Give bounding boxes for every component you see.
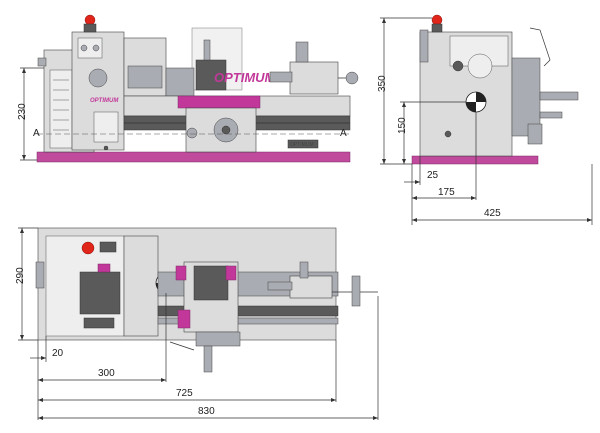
side-knob-icon — [452, 60, 464, 72]
front-tailstock — [289, 61, 339, 95]
section-mark-right: A — [340, 128, 347, 139]
top-cross-slide-handle — [203, 345, 213, 373]
dim-side-center-value: 150 — [397, 117, 408, 134]
side-spindle-circle — [467, 53, 493, 79]
front-info-plate-lines — [53, 79, 69, 131]
side-apron-lever — [527, 123, 543, 145]
side-chuck-guard-outline — [529, 27, 551, 67]
emergency-stop-button-front — [84, 14, 96, 26]
stop-button-housing — [83, 23, 97, 33]
front-motor-plate — [287, 139, 319, 149]
front-saddle — [177, 95, 261, 109]
top-headstock — [123, 235, 159, 337]
headstock-brand-label: OPTIMUM — [90, 98, 119, 104]
dim-side-center: 150 — [397, 101, 466, 164]
front-motor-label: OPTIMUM — [290, 142, 314, 148]
emergency-stop-button-top — [81, 241, 95, 255]
toolpost-handle — [203, 39, 211, 61]
indicator-light-icon — [103, 145, 109, 151]
apron-handwheel-hub — [221, 125, 231, 135]
side-base-plate — [411, 155, 539, 165]
side-center-mark — [465, 91, 487, 113]
switch-knob-icon — [92, 44, 100, 52]
front-info-plate — [49, 69, 73, 149]
top-indicator — [97, 263, 111, 273]
tailstock-handwheel-icon — [345, 71, 359, 85]
side-view: 350 150 25 175 425 — [377, 14, 593, 225]
dim-side-b-value: 175 — [438, 187, 455, 198]
side-stop-housing — [431, 23, 443, 33]
dim-top-depth-value: 290 — [15, 267, 26, 284]
top-switch-block — [99, 241, 117, 253]
top-plate — [83, 317, 115, 329]
top-left-handle — [35, 261, 45, 289]
dim-front-height-value: 230 — [17, 103, 28, 120]
front-chuck — [165, 67, 195, 97]
top-tailstock-quill — [267, 281, 293, 291]
dim-side-height-value: 350 — [377, 75, 388, 92]
top-view: 290 20 300 725 830 — [15, 227, 379, 420]
top-saddle-lock — [175, 265, 187, 281]
dim-top-c-value: 725 — [176, 388, 193, 399]
tailstock-lock-lever — [295, 41, 309, 63]
side-compound-handle — [539, 111, 563, 119]
emergency-stop-button-side — [431, 14, 443, 26]
top-motor-cover — [79, 271, 121, 315]
side-drain-icon — [444, 130, 452, 138]
front-spindle-housing — [127, 65, 163, 89]
top-apron-pink — [177, 309, 191, 329]
dim-side-width-value: 425 — [484, 208, 501, 219]
apron-lever-icon — [186, 127, 198, 139]
front-view: OPTIMUM OPTIMUM OPTIMUM — [17, 14, 359, 163]
side-left-panel — [419, 29, 429, 63]
dim-top-length-value: 830 — [198, 406, 215, 417]
tailstock-quill — [269, 71, 293, 83]
dim-side-height: 350 — [377, 17, 432, 165]
front-toolpost — [195, 59, 227, 91]
top-tailstock — [289, 275, 333, 299]
top-apron-lever — [169, 341, 195, 351]
dim-top-a-value: 20 — [52, 348, 64, 359]
front-gear-chart — [93, 111, 119, 143]
speed-dial-icon — [88, 68, 108, 88]
dim-front-height: 230 — [17, 67, 44, 161]
switch-knob-icon — [80, 44, 88, 52]
dim-side-a-value: 25 — [427, 170, 439, 181]
side-tailstock-profile — [511, 57, 541, 137]
section-mark-left: A — [33, 128, 40, 139]
top-leadscrew-cover — [157, 305, 339, 317]
front-base-plate — [36, 151, 351, 163]
front-left-knob — [37, 57, 47, 67]
side-cross-slide-handle — [539, 91, 579, 101]
front-switch-panel — [77, 37, 103, 59]
front-brand-label: OPTIMUM — [214, 70, 277, 85]
dim-top-horizontal — [30, 293, 379, 420]
top-tailstock-lever — [351, 275, 361, 307]
dim-side-horizontal — [404, 112, 593, 225]
top-cross-slide — [195, 331, 241, 347]
top-tailstock-lock — [299, 261, 309, 279]
top-toolpost — [193, 265, 229, 301]
top-gib-adjuster — [225, 265, 237, 281]
dim-top-b-value: 300 — [98, 368, 115, 379]
dim-top-depth: 290 — [15, 227, 38, 341]
top-feed-rod — [157, 317, 339, 325]
